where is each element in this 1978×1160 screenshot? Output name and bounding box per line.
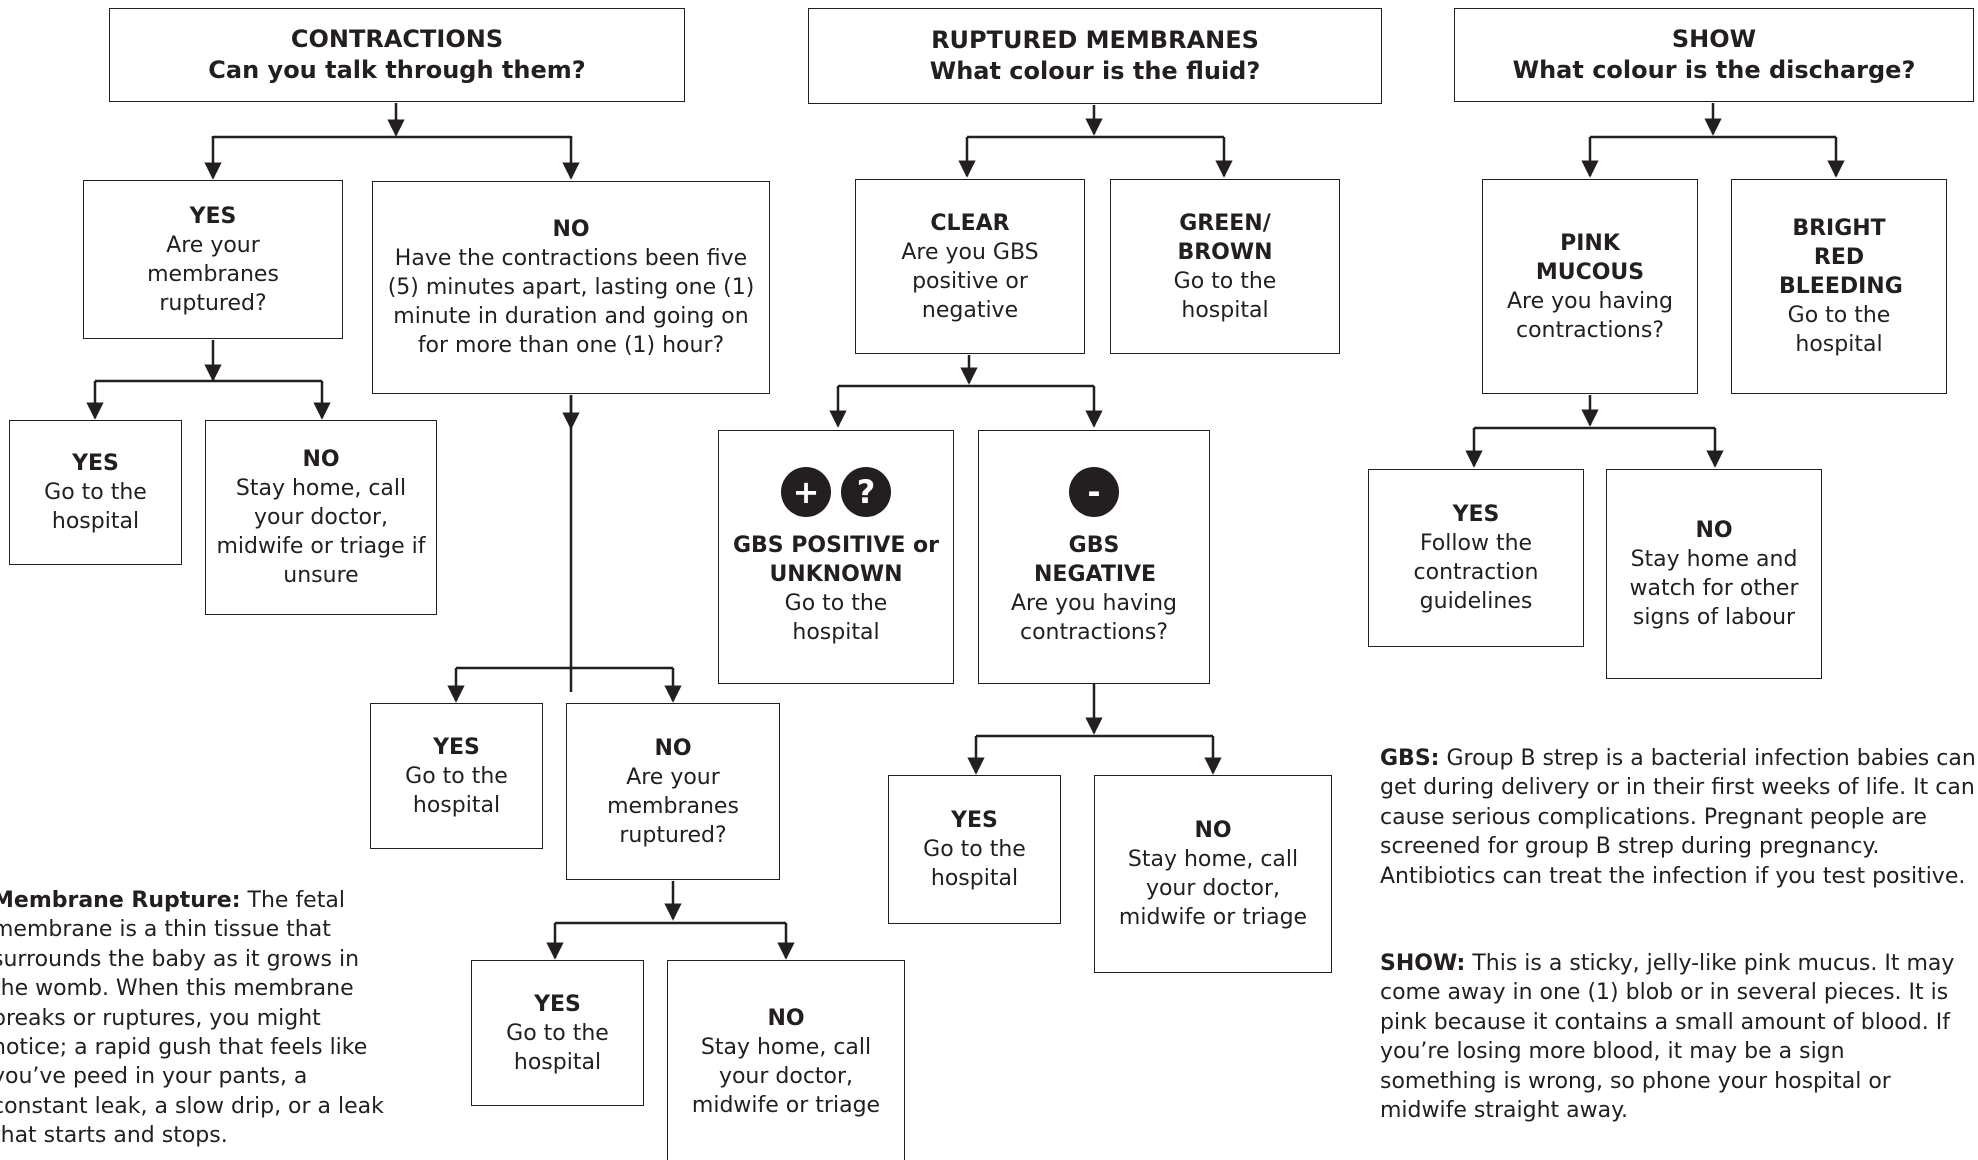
minus-icon: - — [1069, 467, 1119, 517]
show-header-question: What colour is the discharge? — [1512, 56, 1916, 84]
box-body: Are you having contractions? — [1010, 591, 1178, 645]
box-body: Go to the hospital — [405, 763, 508, 818]
contractions-yes-yes-box: YES Go to the hospital — [9, 420, 182, 565]
note-text: The fetal membrane is a thin tissue that… — [0, 888, 384, 1149]
membranes-header: RUPTURED MEMBRANES What colour is the fl… — [808, 8, 1382, 104]
box-title: GREEN/ BROWN — [1177, 210, 1273, 265]
box-body: Go to the hospital — [506, 1020, 609, 1075]
gbs-negative-no-box: NO Stay home, call your doctor, midwife … — [1094, 775, 1332, 973]
box-title: BRIGHT RED BLEEDING — [1779, 216, 1903, 299]
contractions-header: CONTRACTIONS Can you talk through them? — [109, 8, 685, 102]
contractions-header-question: Can you talk through them? — [208, 56, 586, 84]
plus-icon: + — [781, 467, 831, 517]
box-body: Have the contractions been five (5) minu… — [387, 246, 755, 358]
box-body: Are your membranes ruptured? — [147, 232, 279, 316]
box-body: Are your membranes ruptured? — [607, 764, 739, 848]
box-title: YES — [72, 451, 119, 476]
membranes-clear-box: CLEAR Are you GBS positive or negative — [855, 179, 1085, 354]
contractions-no-no-yes-box: YES Go to the hospital — [471, 960, 644, 1106]
contractions-yes-box: YES Are your membranes ruptured? — [83, 180, 343, 339]
show-pink-mucous-box: PINK MUCOUS Are you having contractions? — [1482, 179, 1698, 394]
note-term: SHOW: — [1380, 951, 1466, 976]
show-note: SHOW: This is a sticky, jelly-like pink … — [1380, 949, 1960, 1125]
gbs-negative-yes-box: YES Go to the hospital — [888, 775, 1061, 924]
gbs-positive-icons: + ? — [781, 467, 891, 517]
box-title: NO — [1695, 518, 1733, 543]
contractions-yes-no-box: NO Stay home, call your doctor, midwife … — [205, 420, 437, 615]
box-title: YES — [534, 991, 581, 1017]
box-body: Go to the hospital — [923, 837, 1026, 891]
box-body: Are you having contractions? — [1506, 288, 1674, 343]
box-body: Go to the hospital — [44, 480, 147, 534]
note-text: Group B strep is a bacterial infection b… — [1380, 746, 1976, 889]
membrane-rupture-note: Membrane Rupture: The fetal membrane is … — [0, 886, 402, 1151]
contractions-no-no-no-box: NO Stay home, call your doctor, midwife … — [667, 960, 905, 1160]
box-body: Stay home, call your doctor, midwife or … — [216, 476, 426, 588]
box-body: Follow the contraction guidelines — [1413, 531, 1539, 614]
box-title: NO — [654, 735, 692, 761]
gbs-negative-icons: - — [1069, 467, 1119, 517]
box-title: YES — [951, 808, 998, 833]
show-no-box: NO Stay home and watch for other signs o… — [1606, 469, 1822, 679]
box-title: GBS NEGATIVE — [1034, 533, 1157, 587]
box-title: GBS POSITIVE or UNKNOWN — [732, 533, 940, 587]
box-body: Go to the hospital — [784, 591, 888, 645]
membranes-header-title: RUPTURED MEMBRANES — [931, 26, 1259, 54]
show-header: SHOW What colour is the discharge? — [1454, 8, 1974, 102]
membranes-header-question: What colour is the fluid? — [929, 57, 1261, 85]
question-icon: ? — [841, 467, 891, 517]
box-body: Go to the hospital — [1787, 303, 1891, 357]
note-term: GBS: — [1380, 746, 1440, 771]
box-title: YES — [433, 734, 480, 760]
note-term: Membrane Rupture: — [0, 888, 241, 913]
box-body: Go to the hospital — [1173, 268, 1277, 323]
note-text: This is a sticky, jelly-like pink mucus.… — [1380, 951, 1955, 1124]
box-title: NO — [552, 217, 590, 242]
gbs-note: GBS: Group B strep is a bacterial infect… — [1380, 744, 1976, 891]
show-header-title: SHOW — [1671, 25, 1757, 53]
box-body: Are you GBS positive or negative — [901, 239, 1039, 323]
membranes-green-brown-box: GREEN/ BROWN Go to the hospital — [1110, 179, 1340, 354]
box-body: Stay home, call your doctor, midwife or … — [1118, 847, 1308, 930]
box-title: NO — [1194, 818, 1232, 843]
contractions-header-title: CONTRACTIONS — [290, 25, 504, 53]
contractions-no-no-box: NO Are your membranes ruptured? — [566, 703, 780, 880]
contractions-no-yes-box: YES Go to the hospital — [370, 703, 543, 849]
gbs-positive-box: + ? GBS POSITIVE or UNKNOWN Go to the ho… — [718, 430, 954, 684]
box-title: YES — [1452, 502, 1500, 527]
box-title: YES — [189, 203, 237, 229]
box-title: NO — [767, 1005, 805, 1031]
gbs-negative-box: - GBS NEGATIVE Are you having contractio… — [978, 430, 1210, 684]
box-title: CLEAR — [930, 210, 1010, 236]
show-bright-red-box: BRIGHT RED BLEEDING Go to the hospital — [1731, 179, 1947, 394]
connector — [211, 135, 573, 139]
box-body: Stay home and watch for other signs of l… — [1629, 547, 1799, 630]
box-title: NO — [302, 447, 340, 472]
contractions-no-box: NO Have the contractions been five (5) m… — [372, 181, 770, 394]
box-title: PINK MUCOUS — [1535, 230, 1645, 285]
box-body: Stay home, call your doctor, midwife or … — [691, 1034, 881, 1118]
show-yes-box: YES Follow the contraction guidelines — [1368, 469, 1584, 647]
